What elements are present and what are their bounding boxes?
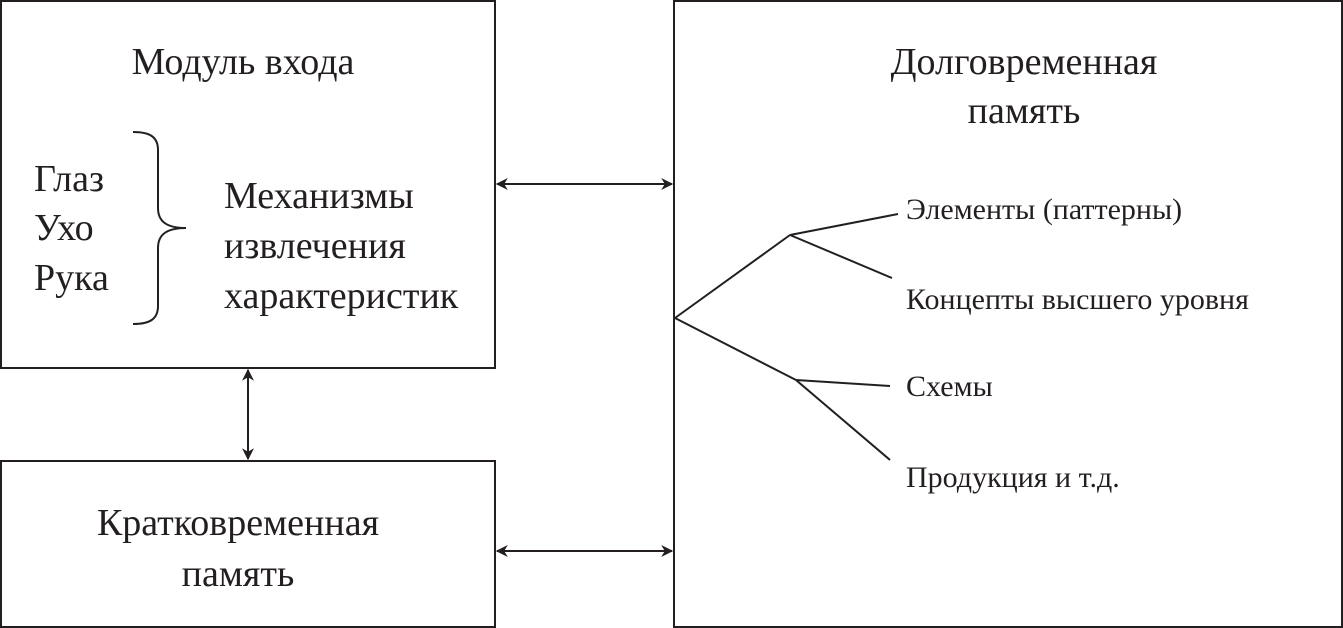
brace-icon [132, 131, 187, 325]
ltm-item-productions: Продукция и т.д. [906, 461, 1120, 494]
tree-branch-lower [674, 317, 797, 381]
long-term-memory-title-line-2: память [968, 90, 1081, 132]
short-term-memory-title-line-2: память [182, 553, 295, 595]
tree-branch-patterns [789, 213, 899, 236]
input-module-title: Модуль входа [132, 41, 355, 83]
mechanisms-line-1: Механизмы [224, 175, 414, 217]
input-module-box: Модуль входа Глаз Ухо Рука Механизмы изв… [0, 0, 496, 369]
mechanisms-line-2: извлечения [224, 225, 406, 267]
tree-branch-concepts [789, 234, 893, 279]
ltm-item-patterns: Элементы (паттерны) [906, 193, 1182, 226]
ltm-item-concepts: Концепты высшего уровня [906, 283, 1249, 316]
tree-branch-productions [795, 379, 891, 461]
long-term-memory-title-line-1: Долговременная [891, 41, 1158, 83]
ltm-item-schemas: Схемы [906, 370, 993, 403]
tree-branch-schemas [795, 379, 891, 387]
memory-content-tree [674, 213, 899, 461]
short-term-memory-title-line-1: Кратковременная [97, 502, 379, 544]
short-term-memory-box: Кратковременная память [0, 460, 496, 628]
sense-hand-label: Рука [34, 257, 109, 299]
sense-ear-label: Ухо [34, 207, 94, 249]
mechanisms-line-3: характеристик [224, 275, 459, 317]
sense-eye-label: Глаз [34, 158, 104, 200]
tree-branch-upper [674, 234, 791, 319]
long-term-memory-box: Долговременная память Элементы (паттерны… [673, 0, 1343, 628]
